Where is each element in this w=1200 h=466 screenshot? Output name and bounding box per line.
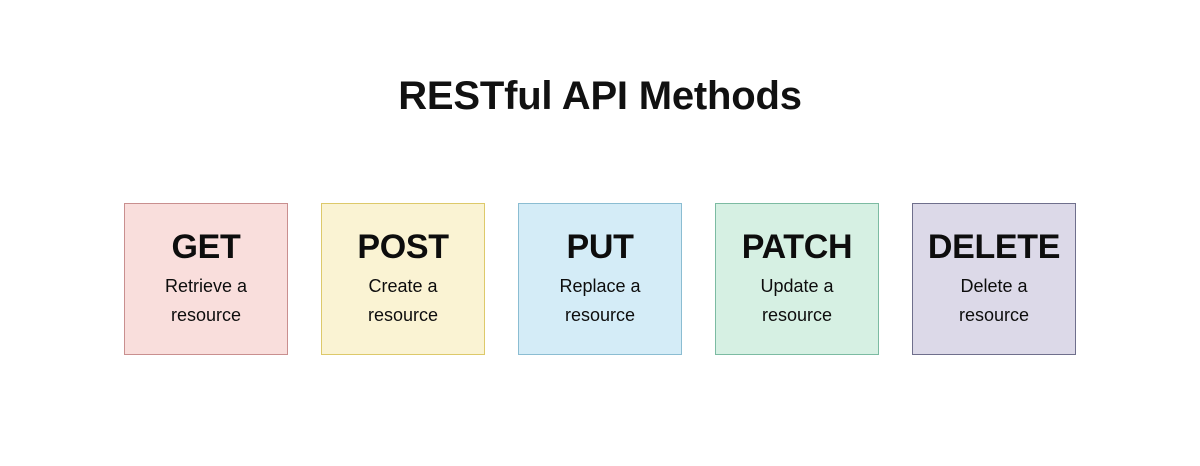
method-cards-row: GET Retrieve a resource POST Create a re… (124, 203, 1076, 355)
method-card-get[interactable]: GET Retrieve a resource (124, 203, 288, 355)
method-description: Update a resource (760, 276, 834, 325)
method-name: PUT (566, 228, 634, 266)
method-name: POST (357, 228, 449, 266)
method-card-put[interactable]: PUT Replace a resource (518, 203, 682, 355)
method-description: Replace a resource (559, 276, 641, 325)
method-card-patch[interactable]: PATCH Update a resource (715, 203, 879, 355)
method-name: PATCH (741, 228, 853, 266)
method-card-post[interactable]: POST Create a resource (321, 203, 485, 355)
method-card-delete[interactable]: DELETE Delete a resource (912, 203, 1076, 355)
method-name: DELETE (927, 228, 1061, 266)
method-name: GET (171, 228, 241, 266)
method-description: Create a resource (367, 276, 439, 325)
method-description: Delete a resource (958, 276, 1030, 325)
page-title: RESTful API Methods (398, 74, 802, 118)
method-description: Retrieve a resource (164, 276, 248, 325)
